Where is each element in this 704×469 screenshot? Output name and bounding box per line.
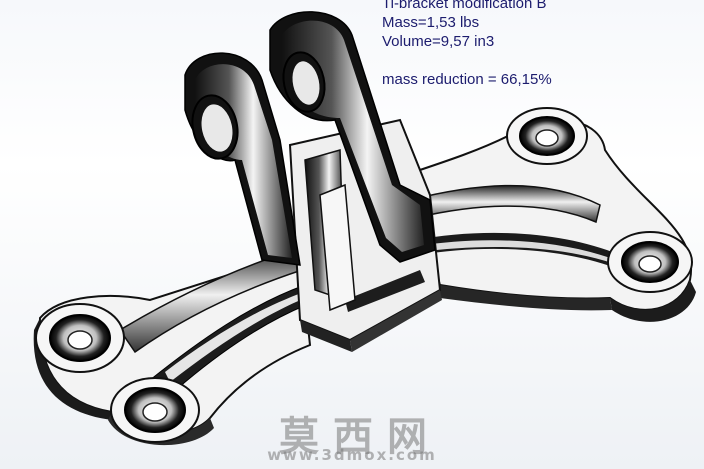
- right-flange: [403, 107, 696, 322]
- annotation-spacer: [382, 51, 552, 70]
- annotation-mass: Mass=1,53 lbs: [382, 14, 480, 31]
- bolt-hole-left-top: [35, 303, 125, 373]
- right-lug: [269, 11, 436, 263]
- lug-slot: [319, 183, 356, 312]
- annotation-reduction: mass reduction = 66,15%: [382, 71, 552, 88]
- bolt-hole-left-bottom: [110, 377, 200, 443]
- watermark-url: www.3dmox.com: [267, 446, 437, 464]
- annotation-volume: Volume=9,57 in3: [382, 33, 495, 50]
- left-flange: [33, 247, 312, 446]
- watermark-chinese: 莫西网: [279, 414, 441, 460]
- annotation-title: Ti-bracket modification B: [382, 0, 547, 12]
- mass-properties-annotation: Ti-bracket modification B Mass=1,53 lbs …: [382, 0, 552, 89]
- left-lug: [184, 52, 301, 266]
- bolt-hole-right-top: [506, 107, 588, 165]
- bolt-hole-right-bottom: [607, 231, 693, 293]
